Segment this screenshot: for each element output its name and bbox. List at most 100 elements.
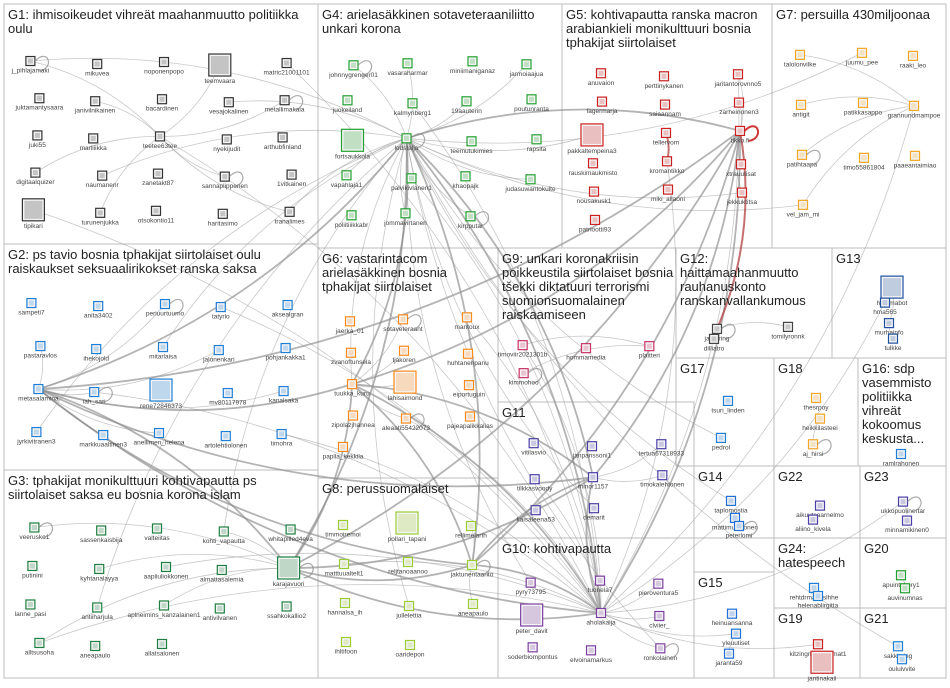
node-poutunranta[interactable]: poutunranta (514, 94, 549, 113)
node-juktamantysaara[interactable]: juktamantysaara (15, 93, 64, 112)
node-metallimakala[interactable]: metallimakala (265, 95, 305, 114)
node-naumanenr[interactable]: naumanenr (86, 170, 120, 189)
node-pollari-tapani[interactable]: pollari_tapani (388, 511, 427, 543)
node-anita3402[interactable]: anita3402 (84, 300, 113, 320)
node-reljtanoaanoo[interactable]: reljtanoaanoo (388, 556, 428, 576)
node-kohti-vapautta[interactable]: kohti_vapautta (203, 526, 246, 545)
node-pastaravlos[interactable]: pastaravlos (24, 340, 58, 360)
node-allatsalonen[interactable]: allatsalonen (145, 638, 180, 657)
node-jaerka-01[interactable]: jaerka_01 (335, 316, 365, 335)
node-tuonela7[interactable]: tuonela7 (588, 575, 613, 594)
node-periuurtuumo[interactable]: periuurtuumo (146, 298, 185, 318)
node-ssahkokallio2[interactable]: ssahkokallio2 (267, 601, 306, 620)
node-kaisaleena53[interactable]: kaisaleena53 (517, 505, 556, 524)
node-fagermarja[interactable]: fagermarja (586, 96, 618, 115)
node-jaritantorovnno5[interactable]: jaritantorovnno5 (714, 69, 762, 88)
node-tilkkasvoody[interactable]: tilkkasvoody (517, 474, 553, 493)
node-teemutukimies[interactable]: teemutukimies (451, 136, 494, 155)
node-xtrauutisat[interactable]: xtrauutisat (726, 159, 756, 178)
node-vitilasvio[interactable]: vitilasvio (521, 438, 546, 457)
node-jantaring[interactable]: jantaring (704, 323, 736, 342)
node-elvoinamarkus[interactable]: elvoinamarkus (570, 645, 613, 664)
node-janpanssoni1[interactable]: janpanssoni1 (572, 441, 612, 460)
node-lanne-pasi[interactable]: lanne_pasi (15, 599, 46, 618)
node-mikuvea[interactable]: mikuvea (85, 58, 110, 78)
node-jaranta59[interactable]: jaranta59 (714, 648, 743, 667)
node-timmoiremoi[interactable]: timmoiremoi (325, 519, 361, 539)
node-paplla-kekkila[interactable]: paplla_kekkila (323, 441, 364, 460)
node-aksealgran[interactable]: aksealgran (272, 299, 304, 319)
node-antiiharjula[interactable]: antiiharjula (81, 602, 113, 621)
node-pedrol[interactable]: pedrol (712, 432, 731, 451)
node-helenablirgitta[interactable]: helenablirgitta (798, 590, 839, 610)
node-clviier-[interactable]: clviier_ (649, 610, 670, 630)
node-vel-jam-mi[interactable]: vel_jam_mi (787, 199, 820, 218)
node-nyekijudit[interactable]: nyekijudit (213, 134, 241, 153)
node-heinuansanna[interactable]: heinuansanna (712, 608, 753, 627)
node-palvikivlanen1[interactable]: palvikivlanen1 (391, 173, 432, 192)
node-rene72846373[interactable]: rene72846373 (140, 378, 182, 410)
node-rellimelarth[interactable]: rellimelarth (455, 520, 487, 540)
node-pakkaltempeina3[interactable]: pakkaltempeina3 (567, 123, 617, 155)
node-anellimen-helena[interactable]: anellimen_helena (134, 427, 185, 447)
node-rapsita[interactable]: rapsita (527, 134, 547, 153)
node-aapliuliokkonen[interactable]: aapliuliokkonen (144, 561, 189, 580)
node-juki55[interactable]: juki55 (28, 130, 46, 149)
node-teetee63tee[interactable]: teetee63tee (143, 131, 178, 150)
node-anuvaion[interactable]: anuvaion (588, 68, 615, 87)
node-sassenkaisbija[interactable]: sassenkaisbija (80, 525, 123, 544)
node-minnamikinen0[interactable]: minnamikinen0 (885, 515, 929, 534)
node-aleaati55422073[interactable]: aleaati55422073 (382, 413, 430, 432)
node-almattasalemia[interactable]: almattasalemia (200, 564, 244, 583)
node-putinini[interactable]: putinini (22, 560, 43, 579)
node-1vitkainen[interactable]: 1vitkainen (277, 169, 307, 188)
node-timohra[interactable]: timohra (271, 428, 293, 448)
node-jommavirtanen[interactable]: jommavirtanen (383, 208, 427, 227)
node-jalonenkari[interactable]: jalonenkari (202, 344, 235, 364)
node-murhainfo[interactable]: murhainfo (875, 318, 904, 337)
node-peterlomi[interactable]: peterlomi (726, 520, 758, 540)
node-tsuri-linden[interactable]: tsuri_linden (711, 395, 745, 414)
node-ihekojold[interactable]: ihekojold (83, 343, 109, 363)
node-tomilyronnk[interactable]: tomilyronnk (771, 321, 805, 340)
node-matttuualtelt1[interactable]: matttuualtelt1 (324, 558, 364, 578)
node-mantoux[interactable]: mantoux (455, 312, 481, 331)
node-ronkolainen[interactable]: ronkolainen (644, 643, 679, 662)
node-kimmohoo[interactable]: kimmohoo (509, 367, 543, 387)
node-kromantikko[interactable]: kromantikko (649, 156, 685, 175)
node-sotaveteraant[interactable]: sotaveteraant (383, 314, 423, 333)
node-aholakaija[interactable]: aholakaija (586, 607, 616, 627)
node-janivilnikainen[interactable]: janivilnikainen (74, 96, 116, 115)
node-plaitteri[interactable]: plaitteri (639, 341, 660, 360)
node-jarmoiaajua[interactable]: jarmoiaajua (509, 59, 544, 78)
node-lahisaimond[interactable]: lahisaimond (388, 370, 423, 402)
node-jantinakail[interactable]: jantinakail (807, 650, 837, 682)
node-hannalsa-ih[interactable]: hannalsa_ih (327, 597, 363, 617)
node-taplomostia[interactable]: taplomostia (714, 495, 748, 514)
node-oululvvite[interactable]: oululvvite (888, 654, 916, 673)
node-kirpputar[interactable]: kirpputar (458, 211, 490, 230)
node-metasalamina[interactable]: metasalamina (18, 383, 59, 403)
node-perttinykanen[interactable]: perttinykanen (644, 71, 684, 90)
node-hma565[interactable]: hma565 (873, 297, 897, 316)
node-fortsaukkola[interactable]: fortsaukkola (335, 128, 370, 160)
node-marliiikka[interactable]: marliiikka (80, 133, 107, 152)
node-19aauterin[interactable]: 19aauterin (451, 96, 482, 115)
node-rauskimaukmisto[interactable]: rauskimaukmisto (569, 158, 618, 177)
node-oaridepon[interactable]: oaridepon (396, 639, 425, 659)
node-pyry73795[interactable]: pyry73795 (515, 577, 546, 596)
node-haritasimo[interactable]: haritasimo (208, 208, 238, 227)
node-teemvaara[interactable]: teemvaara (204, 53, 236, 85)
node-auvinumnas[interactable]: auvinumnas (887, 583, 923, 602)
node-kalmyriberg1[interactable]: kalmyriberg1 (394, 98, 432, 117)
node-aliino-kivela[interactable]: aliino_kivela (795, 514, 831, 533)
node-peter-davit[interactable]: peter_davit (516, 603, 548, 635)
node-nousakusk1[interactable]: nousakusk1 (577, 186, 612, 205)
node-soderbiompontus[interactable]: soderbiompontus (508, 642, 559, 661)
node-antivilvanen[interactable]: antivilvanen (203, 603, 238, 622)
node-lodstalja[interactable]: lodstalja (395, 133, 426, 152)
node-dilliatro[interactable]: dilliatro (704, 333, 725, 352)
node-antigit[interactable]: antigit (792, 99, 810, 118)
node-demarit[interactable]: demarit (583, 503, 605, 522)
node-timoviir2021301b[interactable]: timoviir2021301b (498, 340, 548, 359)
